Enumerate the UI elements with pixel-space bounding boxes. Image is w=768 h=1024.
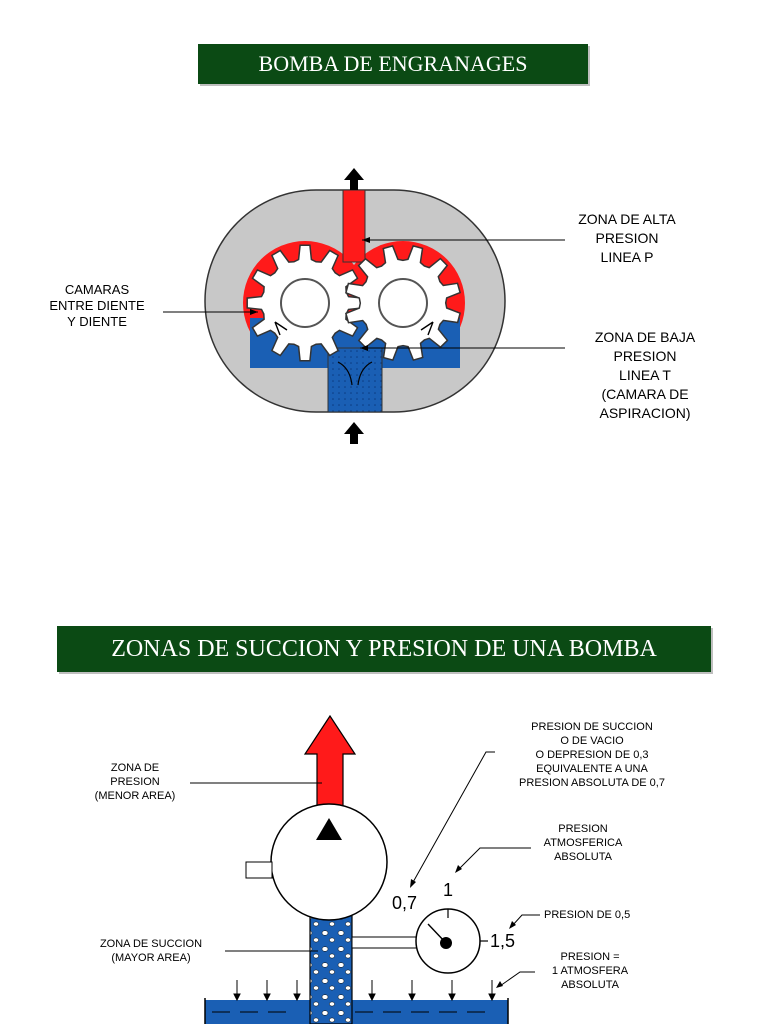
inflow-arrow-left bbox=[337, 361, 353, 386]
atmospheric-arrows bbox=[233, 980, 496, 1002]
pressure-output-arrow bbox=[303, 714, 357, 819]
left-gear-hub bbox=[280, 278, 330, 328]
leader-high-head bbox=[362, 237, 370, 243]
pump-direction-triangle bbox=[316, 818, 342, 840]
gauge-value-top: 1 bbox=[443, 880, 454, 900]
leader-one-atm bbox=[499, 971, 535, 987]
label-suction-zone: ZONA DE SUCCION (MAYOR AREA) bbox=[99, 938, 203, 964]
inflow-arrow-right bbox=[357, 361, 373, 386]
inlet-channel bbox=[327, 347, 383, 413]
leader-low-head bbox=[360, 345, 368, 351]
leader-suction-pressure bbox=[411, 751, 495, 885]
label-atm-abs: PRESION ATMOSFERICA ABSOLUTA bbox=[543, 823, 623, 863]
inflow-arrow bbox=[344, 422, 364, 444]
outlet-channel bbox=[342, 189, 366, 263]
motor-shaft bbox=[245, 861, 273, 879]
outflow-arrow bbox=[344, 168, 364, 190]
suction-pipe bbox=[309, 914, 353, 1024]
right-rotation-arrow bbox=[420, 321, 434, 336]
gauge-pipe bbox=[351, 936, 419, 949]
label-high-pressure: ZONA DE ALTA PRESION LINEA P bbox=[578, 211, 676, 265]
leader-cameras-head bbox=[250, 309, 258, 315]
label-pressure-zone: ZONA DE PRESION (MENOR AREA) bbox=[94, 762, 176, 802]
label-pressure-05: PRESION DE 0,5 bbox=[544, 909, 631, 921]
leader-pressure-05 bbox=[511, 914, 540, 927]
slide2-title: ZONAS DE SUCCION Y PRESION DE UNA BOMBA bbox=[57, 626, 711, 672]
label-suction-pressure: PRESION DE SUCCION O DE VACIO O DEPRESIO… bbox=[519, 721, 665, 789]
gauge-value-right: 1,5 bbox=[490, 931, 516, 951]
gear-pump-diagram bbox=[163, 168, 565, 444]
gauge-needle bbox=[427, 923, 447, 944]
left-rotation-arrow bbox=[274, 321, 288, 336]
slide1-title: BOMBA DE ENGRANAGES bbox=[198, 44, 588, 84]
label-low-pressure: ZONA DE BAJA PRESION LINEA T (CAMARA DE … bbox=[594, 329, 696, 421]
suction-pressure-diagram bbox=[190, 714, 540, 1024]
gauge-value-left: 0,7 bbox=[392, 893, 418, 913]
right-gear-hub bbox=[378, 278, 428, 328]
label-cameras: CAMARAS ENTRE DIENTE Y DIENTE bbox=[49, 282, 145, 329]
label-one-atm: PRESION = 1 ATMOSFERA ABSOLUTA bbox=[551, 951, 629, 991]
leader-atm-abs bbox=[457, 847, 531, 871]
